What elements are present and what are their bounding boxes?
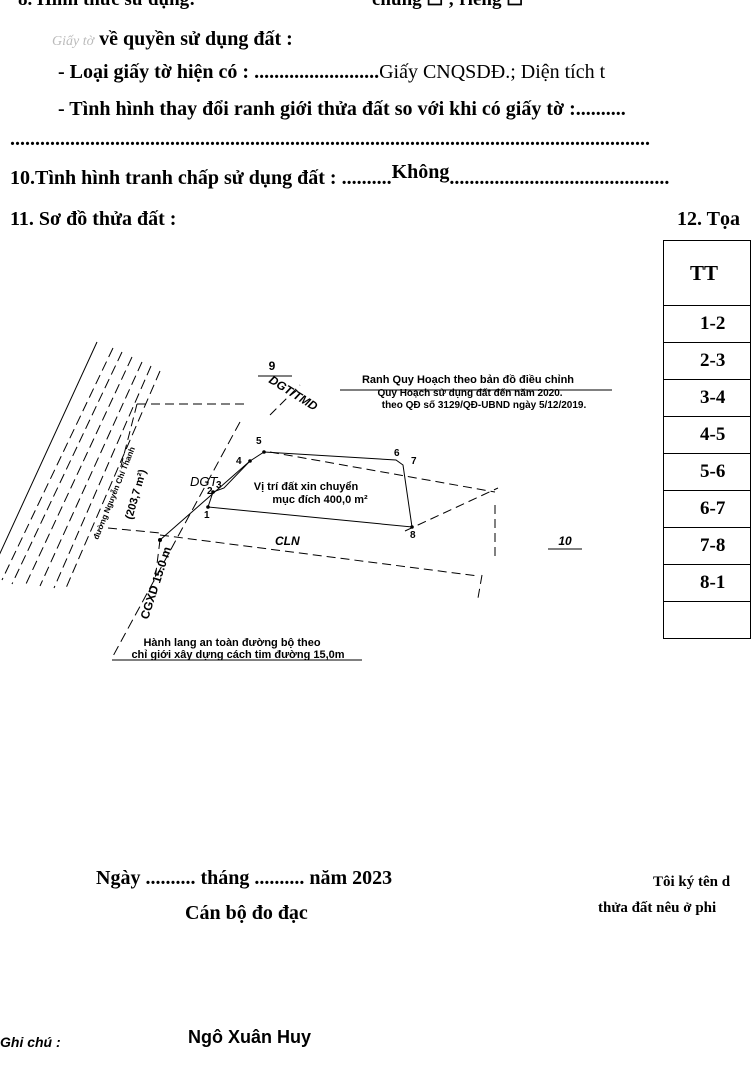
shared-option: chung ☐ (372, 0, 443, 10)
coords-cell: 5-6 (663, 453, 751, 491)
cln-label: CLN (275, 534, 300, 548)
doc-type-value: Giấy CNQSDĐ.; Diện tích t (379, 61, 606, 83)
surveyor-title-text: Cán bộ đo đạc (185, 902, 308, 924)
parcel-desc-1: Vị trí đất xin chuyển (254, 481, 359, 493)
coords-cell: 8-1 (663, 564, 751, 602)
dotted-line-text: ........................................… (10, 128, 650, 150)
parcel-10-label: 10 (558, 534, 572, 548)
item8-label: 8. Hình thức sử dụng: (18, 0, 196, 10)
point-label: 4 (236, 456, 242, 467)
point-label: 5 (256, 436, 262, 447)
point-label: 3 (216, 480, 222, 491)
parcel-9-label: 9 (269, 359, 276, 373)
coords-cell: 2-3 (663, 342, 751, 380)
table-row: 4-5 (663, 416, 751, 454)
rights-heading-faded: Giấy tờ (52, 34, 95, 49)
note-label-text: Ghi chú : (0, 1034, 61, 1050)
owner-statement-1: Tôi ký tên d (653, 870, 730, 894)
dispute-value: Không (391, 161, 450, 183)
plan-note-2: Quy Hoạch sử dụng đất đến năm 2020. (377, 387, 562, 399)
coords-cell: 7-8 (663, 527, 751, 565)
table-row: 2-3 (663, 342, 751, 380)
rights-heading-text: về quyền sử dụng đất : (99, 28, 293, 50)
planning-lines (107, 384, 499, 599)
dgt-label: DGT (190, 474, 219, 489)
surveyor-name: Ngô Xuân Huy (188, 1025, 311, 1049)
table-row: 5-6 (663, 453, 751, 491)
table-row: 1-2 (663, 305, 751, 343)
sign-date: Ngày .......... tháng .......... năm 202… (96, 866, 392, 890)
cgxd-label: CGXD 15.0 m (138, 545, 175, 621)
coords-title: 12. Tọa (677, 207, 740, 231)
coords-cell: 4-5 (663, 416, 751, 454)
point-label: 8 (410, 530, 416, 541)
dispute-trail: ........................................… (449, 167, 670, 189)
road-area-label: (203,7 m²) (123, 468, 149, 521)
sketch-title-text: 11. Sơ đồ thửa đất : (10, 208, 177, 230)
table-row (663, 601, 751, 639)
road-lines (1, 347, 241, 659)
plan-note-3: theo QĐ số 3129/QĐ-UBND ngày 5/12/2019. (382, 399, 587, 411)
point-label: 6 (394, 448, 400, 459)
item8-line: 8. Hình thức sử dụng: (18, 0, 196, 12)
point-label: 1 (204, 510, 210, 521)
sketch-title: 11. Sơ đồ thửa đất : (10, 207, 176, 231)
coords-header: TT (663, 240, 751, 306)
table-row: 3-4 (663, 379, 751, 417)
owner-statement-2-text: thửa đất nêu ở phi (598, 900, 717, 916)
doc-type-line: - Loại giấy tờ hiện có : ...............… (58, 60, 605, 84)
boundary-change-line: - Tình hình thay đổi ranh giới thửa đất … (58, 97, 626, 121)
owner-statement-1-text: Tôi ký tên d (653, 874, 731, 890)
coords-cell: 1-2 (663, 305, 751, 343)
parcel-sketch: 9 10 Ranh Quy Hoạch theo bản đồ điều chỉ… (0, 341, 612, 661)
parcel-diagonal (159, 460, 251, 541)
dotted-line: ........................................… (10, 127, 650, 151)
point-label: 2 (207, 486, 213, 497)
coords-cell (663, 601, 751, 639)
owner-statement-2: thửa đất nêu ở phi (598, 896, 716, 920)
plan-note-1: Ranh Quy Hoạch theo bản đồ điều chỉnh (362, 374, 574, 386)
doc-type-label: - Loại giấy tờ hiện có : ...............… (58, 61, 380, 83)
point-label: 7 (411, 456, 417, 467)
coords-title-text: 12. Tọa (677, 208, 740, 230)
corridor-note-1: Hành lang an toàn đường bộ theo (143, 637, 320, 649)
surveyor-title: Cán bộ đo đạc (185, 901, 308, 925)
sign-date-text: Ngày .......... tháng .......... năm 202… (96, 867, 393, 889)
coords-cell: 3-4 (663, 379, 751, 417)
boundary-change-text: - Tình hình thay đổi ranh giới thửa đất … (58, 98, 626, 120)
coords-cell: 6-7 (663, 490, 751, 528)
dgt-tmd-label: DGT/TMD (266, 373, 320, 414)
parcel-desc-2: mục đích 400,0 m² (272, 494, 368, 506)
coords-table: TT 1-2 2-3 3-4 4-5 5-6 6-7 7-8 8-1 (663, 240, 751, 639)
note-label: Ghi chú : (0, 1030, 61, 1054)
road-edge (0, 341, 98, 555)
corner-points: 1 2 3 4 5 6 7 8 (158, 436, 417, 542)
usage-type: chung ☐ ; riêng ☐ (372, 0, 523, 12)
dispute-label: 10.Tình hình tranh chấp sử dụng đất : ..… (10, 167, 392, 189)
table-row: TT (663, 240, 751, 306)
table-row: 8-1 (663, 564, 751, 602)
table-row: 7-8 (663, 527, 751, 565)
table-row: 6-7 (663, 490, 751, 528)
private-option: ; riêng ☐ (448, 0, 523, 10)
surveyor-name-text: Ngô Xuân Huy (188, 1027, 312, 1047)
rights-heading: Giấy tờ về quyền sử dụng đất : (52, 27, 293, 54)
corridor-note-2: chỉ giới xây dựng cách tim đường 15,0m (131, 649, 344, 661)
dispute-line: 10.Tình hình tranh chấp sử dụng đất : ..… (10, 161, 670, 190)
